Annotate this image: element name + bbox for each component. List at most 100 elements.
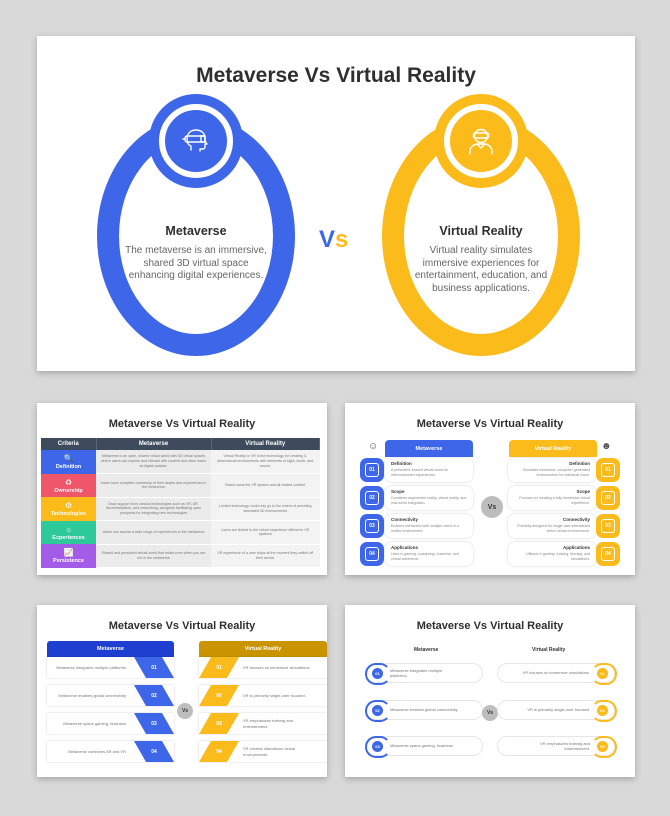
number-tag: 03 — [199, 713, 239, 734]
metaverse-item: 02 Metaverse enables global connectivity… — [365, 700, 483, 722]
column-header-vr: Virtual Reality — [211, 438, 320, 450]
table-row: ♻ Ownership Users have complete ownershi… — [41, 473, 320, 498]
number-tag: 01 — [199, 657, 239, 678]
number-badge: 02 — [596, 486, 620, 510]
criteria-label: Persistence — [53, 558, 84, 565]
number-dot: 02 — [597, 705, 608, 716]
criteria-label: Ownership — [54, 487, 83, 494]
slide-title: Metaverse Vs Virtual Reality — [108, 418, 256, 430]
slide-title: Metaverse Vs Virtual Reality — [416, 418, 564, 430]
vr-headset-head-icon — [182, 129, 208, 152]
slide-thumbnail-1[interactable]: Metaverse Vs Virtual Reality Metaverse T… — [37, 36, 635, 371]
number-badge: 01 — [596, 458, 620, 482]
search-doc-icon: 🔍 — [63, 454, 74, 464]
metaverse-header: Metaverse — [47, 641, 174, 657]
number-badge: 04 — [596, 542, 620, 566]
vr-cell: Users are limited to the virtual experie… — [211, 520, 320, 545]
experience-icon: ☼ — [64, 524, 73, 534]
vs-badge: Vs — [177, 703, 193, 719]
slide-thumbnail-5[interactable]: Metaverse Vs Virtual Reality Metaverse V… — [345, 605, 635, 777]
vr-item: VR focuses on immersive simulations. 01 — [497, 663, 617, 685]
slide-title: Metaverse Vs Virtual Reality — [416, 620, 564, 632]
slide-thumbnail-2[interactable]: Metaverse Vs Virtual Reality Criteria Me… — [37, 403, 327, 575]
number-tag: 01 — [134, 657, 174, 678]
table-header-row: Criteria Metaverse Virtual Reality — [41, 438, 320, 450]
metaverse-heading: Metaverse — [165, 224, 227, 238]
vr-cell: Brand owns the VR system and all related… — [211, 473, 320, 498]
number-dot: 02 — [372, 705, 383, 716]
vr-item: 02 VR is primarily single-user focused. — [199, 685, 327, 706]
number-tag: 04 — [199, 741, 239, 762]
vr-headset-person-icon — [469, 128, 493, 155]
metaverse-item: 01 Metaverse integrates multiple platfor… — [365, 663, 483, 685]
vs-badge: Vs — [482, 705, 498, 721]
arc-decoration — [591, 736, 617, 758]
metaverse-item: Metaverse spans gaming, business 03 — [47, 713, 174, 734]
number-tag: 02 — [134, 685, 174, 706]
number-badge: 04 — [360, 542, 384, 566]
metaverse-header: Metaverse — [414, 647, 439, 653]
metaverse-cell: Metaverse is an open, shared virtual wor… — [96, 450, 211, 474]
number-badge: 01 — [360, 458, 384, 482]
table-row: ⚙ Technologies Draw support from various… — [41, 497, 320, 521]
slide-title: Metaverse Vs Virtual Reality — [108, 620, 256, 632]
vr-cell: Virtual Reality or VR is the technology … — [211, 450, 320, 474]
number-tag: 03 — [134, 713, 174, 734]
criteria-label: Definition — [55, 464, 82, 471]
metaverse-item: Metaverse combines AR and VR 04 — [47, 741, 174, 762]
comparison-table: Criteria Metaverse Virtual Reality 🔍 Def… — [41, 438, 320, 568]
slide-thumbnail-4[interactable]: Metaverse Vs Virtual Reality Metaverse V… — [37, 605, 327, 777]
vs-letter-s: s — [335, 226, 349, 253]
chart-icon: 📈 — [63, 548, 74, 558]
column-header-criteria: Criteria — [41, 438, 97, 450]
metaverse-cell: Shared and persistent virtual world that… — [96, 544, 211, 568]
vr-header: Virtual Reality — [199, 641, 327, 657]
metaverse-description: The metaverse is an immersive, shared 3D… — [125, 245, 267, 281]
vs-badge: Vs — [481, 496, 503, 518]
metaverse-cell: Users can access a wide range of experie… — [96, 520, 211, 545]
arc-decoration — [365, 663, 391, 685]
vr-headset-head-icon: ☺ — [368, 441, 379, 452]
vr-item: 03 VR emphasizes training and entertainm… — [199, 713, 327, 734]
column-header-metaverse: Metaverse — [96, 438, 212, 450]
number-dot: 01 — [597, 668, 608, 679]
gear-icon: ⚙ — [64, 501, 73, 511]
criteria-label: Technologies — [50, 511, 87, 518]
number-tag: 04 — [134, 741, 174, 762]
vr-item: 04 VR creates standalone virtual environ… — [199, 741, 327, 762]
arc-decoration — [591, 700, 617, 722]
number-dot: 01 — [372, 668, 383, 679]
table-row: 🔍 Definition Metaverse is an open, share… — [41, 450, 320, 474]
criteria-cell: ♻ Ownership — [41, 473, 96, 497]
vr-item: 01 VR focuses on immersive simulations. — [199, 657, 327, 678]
table-row: ☼ Experiences Users can access a wide ra… — [41, 520, 320, 545]
metaverse-badge — [149, 94, 243, 188]
vr-summary: Virtual Reality Virtual reality simulate… — [406, 224, 556, 295]
vr-heading: Virtual Reality — [439, 224, 523, 238]
metaverse-summary: Metaverse The metaverse is an immersive,… — [121, 224, 271, 283]
number-dot: 03 — [597, 741, 608, 752]
number-badge: 02 — [360, 486, 384, 510]
number-badge: 03 — [360, 514, 384, 538]
criteria-label: Experiences — [52, 534, 85, 541]
arc-decoration — [365, 700, 391, 722]
vs-label: Vs — [319, 226, 348, 254]
slide-thumbnail-3[interactable]: Metaverse Vs Virtual Reality ☺ Metaverse… — [345, 403, 635, 575]
metaverse-cell: Users have complete ownership of their a… — [96, 473, 211, 498]
vr-item: VR is primarily single-user focused. 02 — [497, 700, 617, 722]
